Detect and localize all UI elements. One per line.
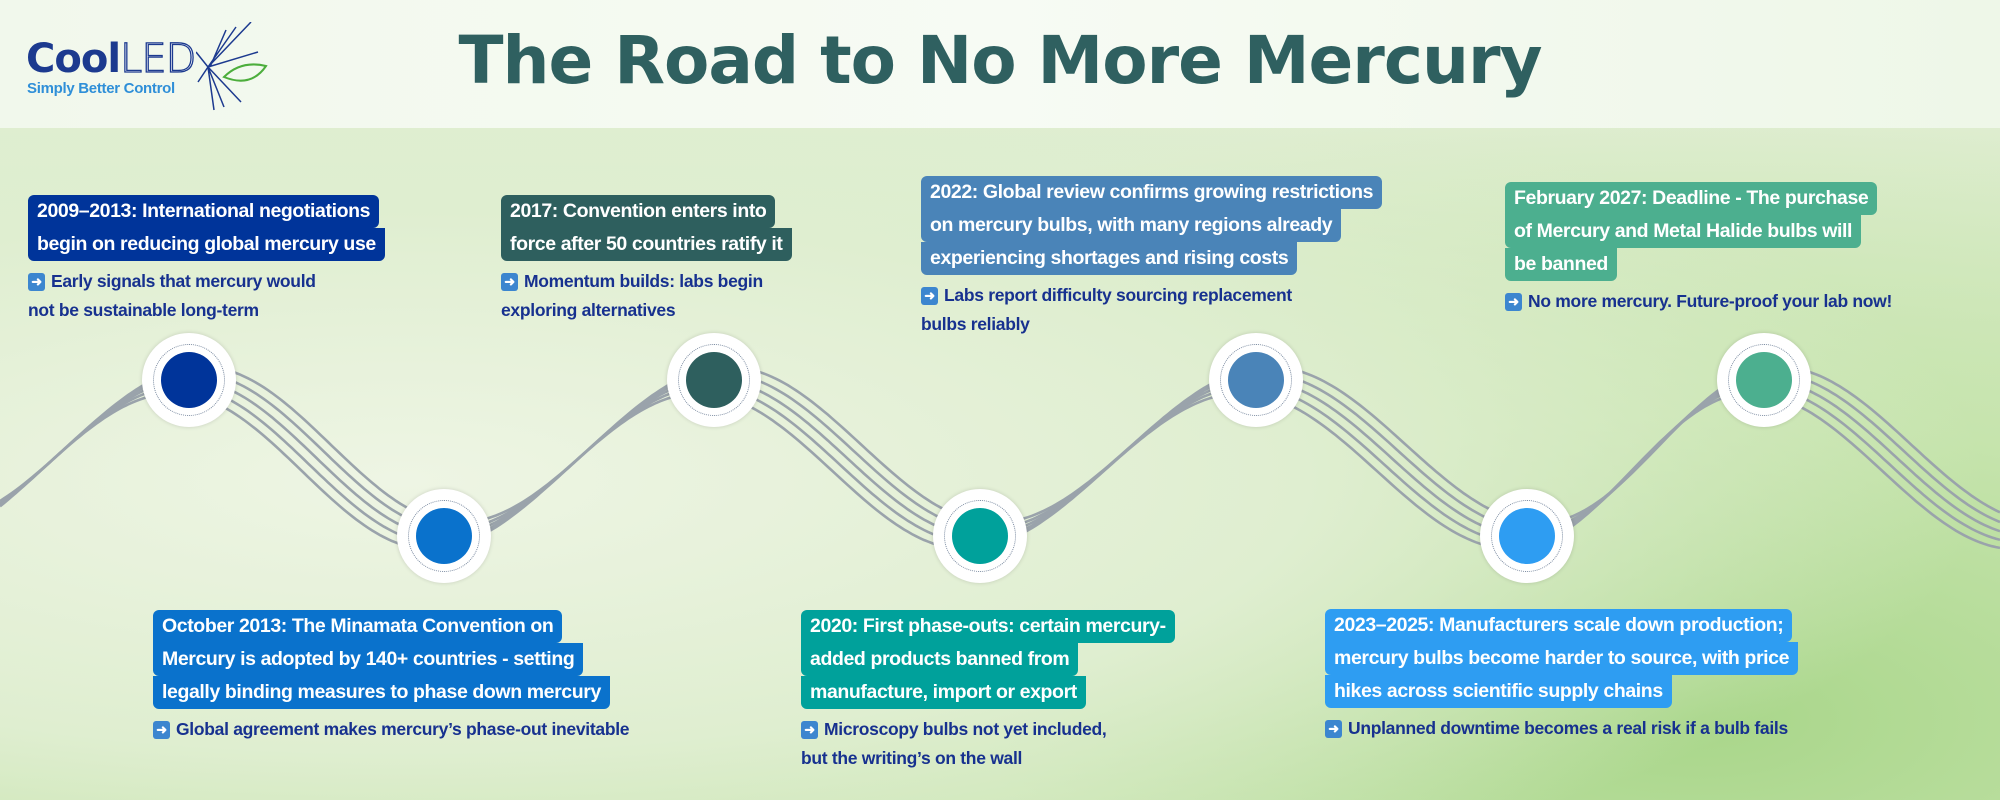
- event-note-line: exploring alternatives: [501, 300, 676, 320]
- node-ring: [1728, 344, 1800, 416]
- timeline-node-e2027: [1717, 333, 1811, 427]
- event-title-line: hikes across scientific supply chains: [1325, 675, 1672, 708]
- event-box: October 2013: The Minamata Convention on…: [153, 610, 629, 709]
- node-dot: [952, 508, 1008, 564]
- event-title-line: 2022: Global review confirms growing res…: [921, 176, 1383, 209]
- event-e2023: 2023–2025: Manufacturers scale down prod…: [1325, 609, 1799, 743]
- event-note-line: Early signals that mercury would: [51, 271, 316, 291]
- page-title: The Road to No More Mercury: [458, 22, 1542, 99]
- event-e2013: October 2013: The Minamata Convention on…: [153, 610, 630, 744]
- event-e2020: 2020: First phase-outs: certain mercury-…: [801, 610, 1175, 773]
- arrow-right-icon: ➜: [921, 287, 938, 305]
- node-ring: [678, 344, 750, 416]
- event-e2022: 2022: Global review confirms growing res…: [921, 176, 1383, 339]
- starburst-leaf-icon: [196, 22, 268, 111]
- node-dot: [1736, 352, 1792, 408]
- event-note-line: Labs report difficulty sourcing replacem…: [944, 285, 1292, 305]
- node-ring: [1220, 344, 1292, 416]
- event-box: 2023–2025: Manufacturers scale down prod…: [1325, 609, 1799, 708]
- event-title-line: manufacture, import or export: [801, 676, 1086, 709]
- event-title-line: 2017: Convention enters into: [501, 195, 776, 228]
- event-note: ➜ Labs report difficulty sourcing replace…: [921, 281, 1382, 339]
- arrow-right-icon: ➜: [801, 721, 818, 739]
- event-note-line: No more mercury. Future-proof your lab n…: [1528, 291, 1893, 311]
- event-box: 2020: First phase-outs: certain mercury-…: [801, 610, 1175, 709]
- event-title-line: on mercury bulbs, with many regions alre…: [921, 209, 1342, 242]
- event-note-line: Unplanned downtime becomes a real risk i…: [1348, 718, 1788, 738]
- node-ring: [944, 500, 1016, 572]
- timeline-node-e2020: [933, 489, 1027, 583]
- coolled-logo: CoolLED Simply Better Control: [26, 22, 286, 112]
- event-note-line: Microscopy bulbs not yet included,: [824, 719, 1107, 739]
- node-ring: [153, 344, 225, 416]
- arrow-right-icon: ➜: [501, 273, 518, 291]
- logo-brand-light: LED: [119, 35, 197, 82]
- event-note-line: but the writing’s on the wall: [801, 748, 1023, 768]
- timeline-node-e2013: [397, 489, 491, 583]
- event-title-line: of Mercury and Metal Halide bulbs will: [1505, 215, 1862, 248]
- event-title-line: Mercury is adopted by 140+ countries - s…: [153, 643, 584, 676]
- event-note: ➜ Global agreement makes mercury’s phase-…: [153, 715, 630, 744]
- arrow-right-icon: ➜: [153, 721, 170, 739]
- event-box: 2022: Global review confirms growing res…: [921, 176, 1383, 275]
- node-ring: [408, 500, 480, 572]
- node-dot: [1499, 508, 1555, 564]
- event-note: ➜ Microscopy bulbs not yet included, but t…: [801, 715, 1175, 773]
- event-title-line: October 2013: The Minamata Convention on: [153, 610, 563, 643]
- header: CoolLED Simply Better Control The Road t…: [0, 0, 2000, 128]
- arrow-right-icon: ➜: [28, 273, 45, 291]
- event-title-line: 2009–2013: International negotiations: [28, 195, 380, 228]
- logo-brand-bold: Cool: [26, 36, 121, 82]
- event-note: ➜ Early signals that mercury would not be …: [28, 267, 385, 325]
- event-note-line: not be sustainable long-term: [28, 300, 259, 320]
- event-note: ➜ Momentum builds: labs begin exploring al…: [501, 267, 792, 325]
- node-dot: [686, 352, 742, 408]
- arrow-right-icon: ➜: [1505, 293, 1522, 311]
- node-dot: [161, 352, 217, 408]
- event-title-line: 2020: First phase-outs: certain mercury-: [801, 610, 1175, 643]
- event-note-line: bulbs reliably: [921, 314, 1030, 334]
- event-note: ➜ No more mercury. Future-proof your lab …: [1505, 287, 1892, 316]
- event-title-line: be banned: [1505, 248, 1617, 281]
- event-note: ➜ Unplanned downtime becomes a real risk …: [1325, 714, 1798, 743]
- arrow-right-icon: ➜: [1325, 720, 1342, 738]
- logo-tagline: Simply Better Control: [27, 80, 175, 97]
- timeline-node-e2022: [1209, 333, 1303, 427]
- event-title-line: mercury bulbs become harder to source, w…: [1325, 642, 1799, 675]
- event-title-line: 2023–2025: Manufacturers scale down prod…: [1325, 609, 1793, 642]
- event-title-line: legally binding measures to phase down m…: [153, 676, 610, 709]
- event-title-line: begin on reducing global mercury use: [28, 228, 385, 261]
- node-dot: [1228, 352, 1284, 408]
- node-ring: [1491, 500, 1563, 572]
- event-title-line: added products banned from: [801, 643, 1079, 676]
- timeline-node-e2017: [667, 333, 761, 427]
- event-note-line: Global agreement makes mercury’s phase-o…: [176, 719, 630, 739]
- event-title-line: February 2027: Deadline - The purchase: [1505, 182, 1878, 215]
- timeline-node-e2023: [1480, 489, 1574, 583]
- event-note-line: Momentum builds: labs begin: [524, 271, 763, 291]
- node-dot: [416, 508, 472, 564]
- timeline-node-e2009: [142, 333, 236, 427]
- event-title-line: force after 50 countries ratify it: [501, 228, 792, 261]
- event-title-line: experiencing shortages and rising costs: [921, 242, 1298, 275]
